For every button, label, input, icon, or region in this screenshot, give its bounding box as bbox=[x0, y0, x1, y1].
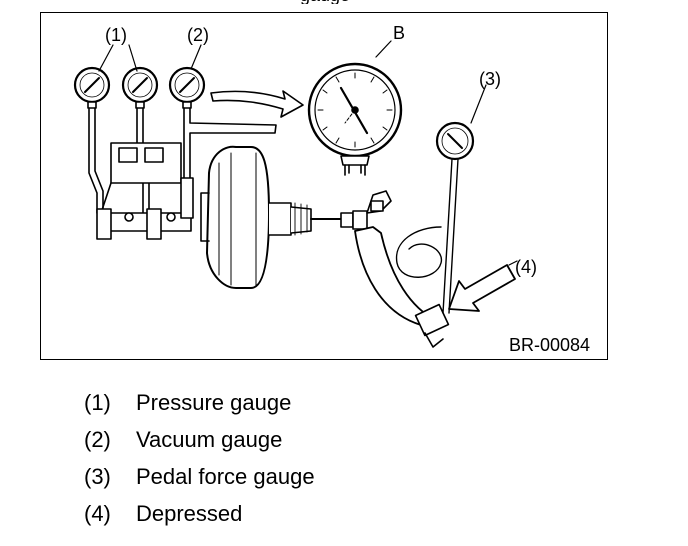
brake-pedal bbox=[354, 190, 450, 348]
arrow-to-gauge-b bbox=[210, 90, 304, 118]
callout-3: (3) bbox=[479, 69, 501, 89]
legend-label: Pressure gauge bbox=[136, 390, 292, 415]
callout-2: (2) bbox=[187, 25, 209, 45]
callout-lines-1 bbox=[98, 44, 138, 72]
callout-4: (4) bbox=[515, 257, 537, 277]
legend-number: (2) bbox=[84, 427, 111, 452]
master-cylinder bbox=[96, 142, 194, 240]
pedal-force-gauge bbox=[395, 84, 487, 314]
callout-line-2 bbox=[190, 44, 202, 70]
legend-label: Pedal force gauge bbox=[136, 464, 315, 489]
figure-code: BR-00084 bbox=[509, 335, 590, 355]
callout-1: (1) bbox=[105, 25, 127, 45]
brake-booster bbox=[200, 145, 368, 289]
pressure-gauge-middle bbox=[121, 66, 159, 214]
legend-number: (4) bbox=[84, 501, 111, 526]
diagram-frame: (1) (2) B (3) (4) BR-00084 bbox=[40, 12, 608, 360]
vacuum-gauge bbox=[168, 66, 277, 179]
callout-b: B bbox=[393, 23, 405, 43]
legend-label: Depressed bbox=[136, 501, 243, 526]
depressed-arrow bbox=[448, 260, 518, 312]
legend-label: Vacuum gauge bbox=[136, 427, 283, 452]
brake-booster-test-diagram: (1) (2) B (3) (4) BR-00084 bbox=[73, 23, 590, 355]
legend-number: (1) bbox=[84, 390, 111, 415]
cropped-heading-fragment: gauge bbox=[300, 0, 350, 4]
pressure-gauge-left bbox=[73, 66, 111, 214]
legend-number: (3) bbox=[84, 464, 111, 489]
gauge-b bbox=[307, 40, 403, 176]
